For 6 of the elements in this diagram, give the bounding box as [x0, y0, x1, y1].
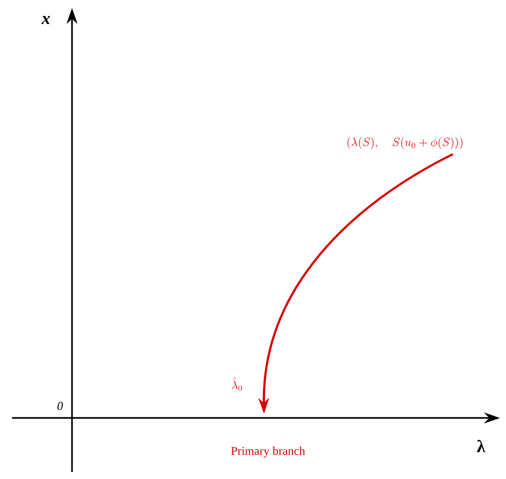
- axis-label: λ: [476, 440, 486, 452]
- point-label: $\hat{\lambda}_0$: [232, 377, 242, 391]
- branch-label: Primary branch: [231, 446, 305, 458]
- axis-label: x: [41, 16, 50, 24]
- point-label: $(\lambda(S),\quad S(u_0+\phi(S)))$: [348, 137, 462, 149]
- origin-label: 0: [57, 402, 63, 410]
